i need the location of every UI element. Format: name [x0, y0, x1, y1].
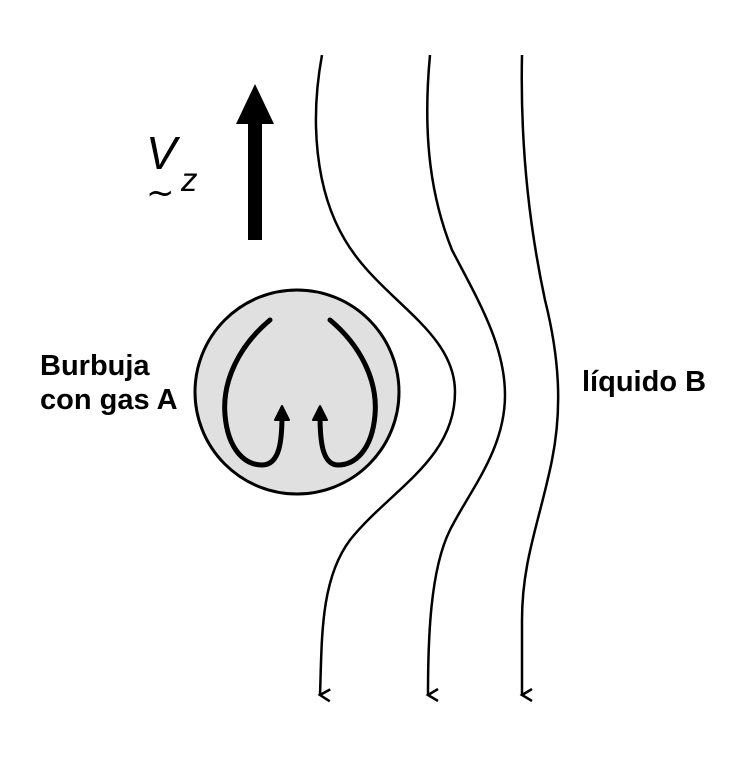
- streamline-1: [314, 54, 457, 695]
- circulation-arrowhead-right: [312, 405, 328, 421]
- internal-circulation: [222, 317, 378, 468]
- bubble-label-line2: con gas A: [40, 384, 178, 416]
- bubble-label-line1: Burbuja: [40, 350, 150, 382]
- streamline-2: [427, 54, 507, 695]
- liquid-label: líquido B: [582, 366, 707, 398]
- circulation-arrowhead-left: [274, 405, 290, 421]
- velocity-subscript: z: [181, 161, 198, 198]
- velocity-vector-mark: ~: [146, 173, 175, 213]
- velocity-label: V: [146, 127, 177, 179]
- circulation-loop-left: [222, 317, 285, 468]
- circulation-loop-right: [317, 317, 378, 468]
- velocity-arrow: [236, 84, 274, 240]
- streamline-3: [522, 54, 560, 695]
